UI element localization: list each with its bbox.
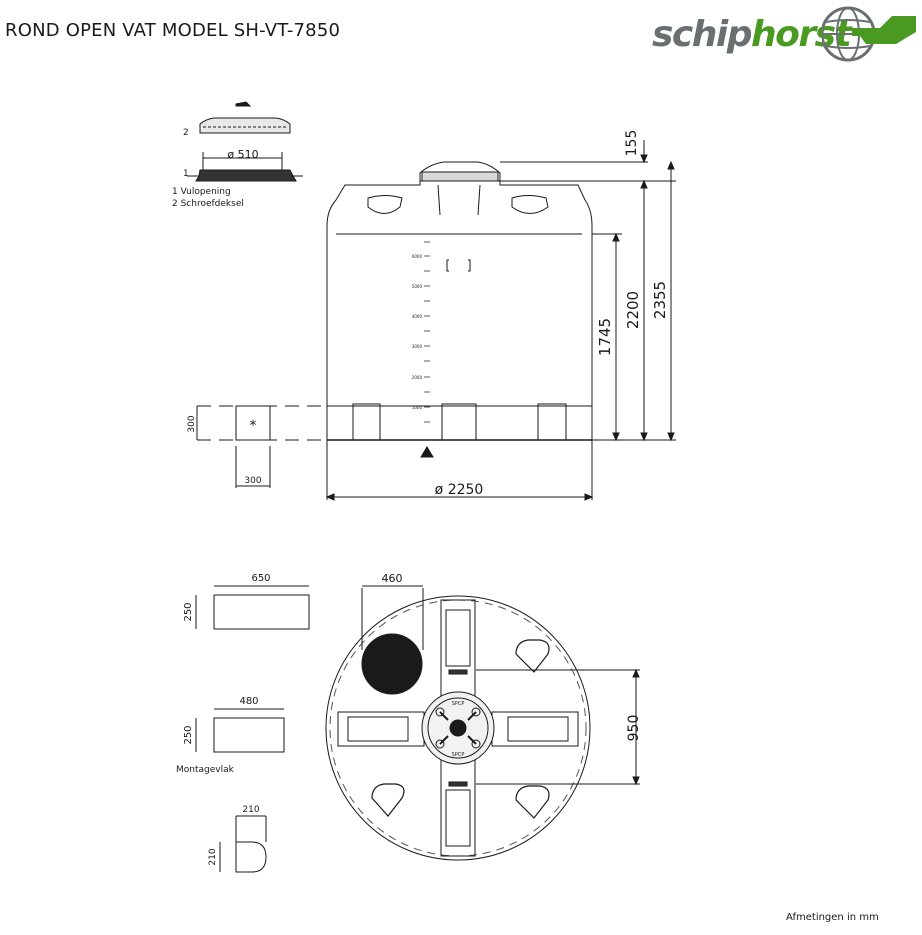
- hub-text-top: SPCP: [452, 701, 465, 707]
- legend-item-2: 2 Schroefdeksel: [172, 199, 244, 209]
- block2-caption: Montagevlak: [176, 765, 235, 775]
- hub-text-bottom: SPCP: [452, 752, 465, 758]
- scale-tick-label: 2000: [412, 375, 423, 380]
- scale-tick-label: 1000: [412, 405, 423, 410]
- scale-tick-label: 4000: [412, 314, 423, 319]
- block1-height-label: 250: [183, 602, 194, 621]
- logo-wordmark: schiphorst: [652, 14, 852, 55]
- dim-lid-height: 155: [624, 130, 640, 157]
- top-view: [325, 585, 640, 861]
- lid-label-2: 2: [183, 128, 189, 138]
- handle-width-label: 210: [242, 805, 259, 815]
- dim-diameter: ø 2250: [435, 482, 484, 498]
- dim-body-height: 2200: [624, 291, 642, 329]
- asterisk-mark: *: [250, 418, 257, 434]
- scale-tick-label: 3000: [412, 344, 423, 349]
- block2-width-label: 480: [239, 696, 258, 707]
- block2-height-label: 250: [183, 725, 194, 744]
- handle-height-label: 210: [208, 848, 218, 865]
- parts-detail: [195, 585, 310, 873]
- globe-icon: [822, 6, 916, 62]
- side-elevation: [196, 140, 676, 501]
- dim-level-height: 1745: [596, 318, 614, 356]
- lid-label-1: 1: [183, 169, 189, 179]
- scale-tick-label: 6000: [412, 254, 423, 259]
- legend-item-1: 1 Vulopening: [172, 187, 231, 197]
- foot-height-label: 300: [187, 415, 197, 432]
- drawing-labels: 2 1 ø 510 1 Vulopening 2 Schroefdeksel 1…: [172, 128, 669, 866]
- lid-diameter-label: ø 510: [227, 148, 258, 161]
- dim-opening: 460: [382, 572, 403, 585]
- block1-width-label: 650: [251, 573, 270, 584]
- dim-total-height: 2355: [651, 281, 669, 319]
- scale-tick-label: 5000: [412, 284, 423, 289]
- lid-detail: [187, 101, 303, 182]
- dim-spacing: 950: [626, 715, 642, 742]
- foot-width-label: 300: [244, 476, 261, 486]
- page-title: ROND OPEN VAT MODEL SH-VT-7850: [5, 20, 341, 41]
- units-note: Afmetingen in mm: [786, 912, 879, 923]
- logo-wordmark-part1: schip: [652, 14, 753, 55]
- brand-logo: schiphorst: [652, 2, 918, 66]
